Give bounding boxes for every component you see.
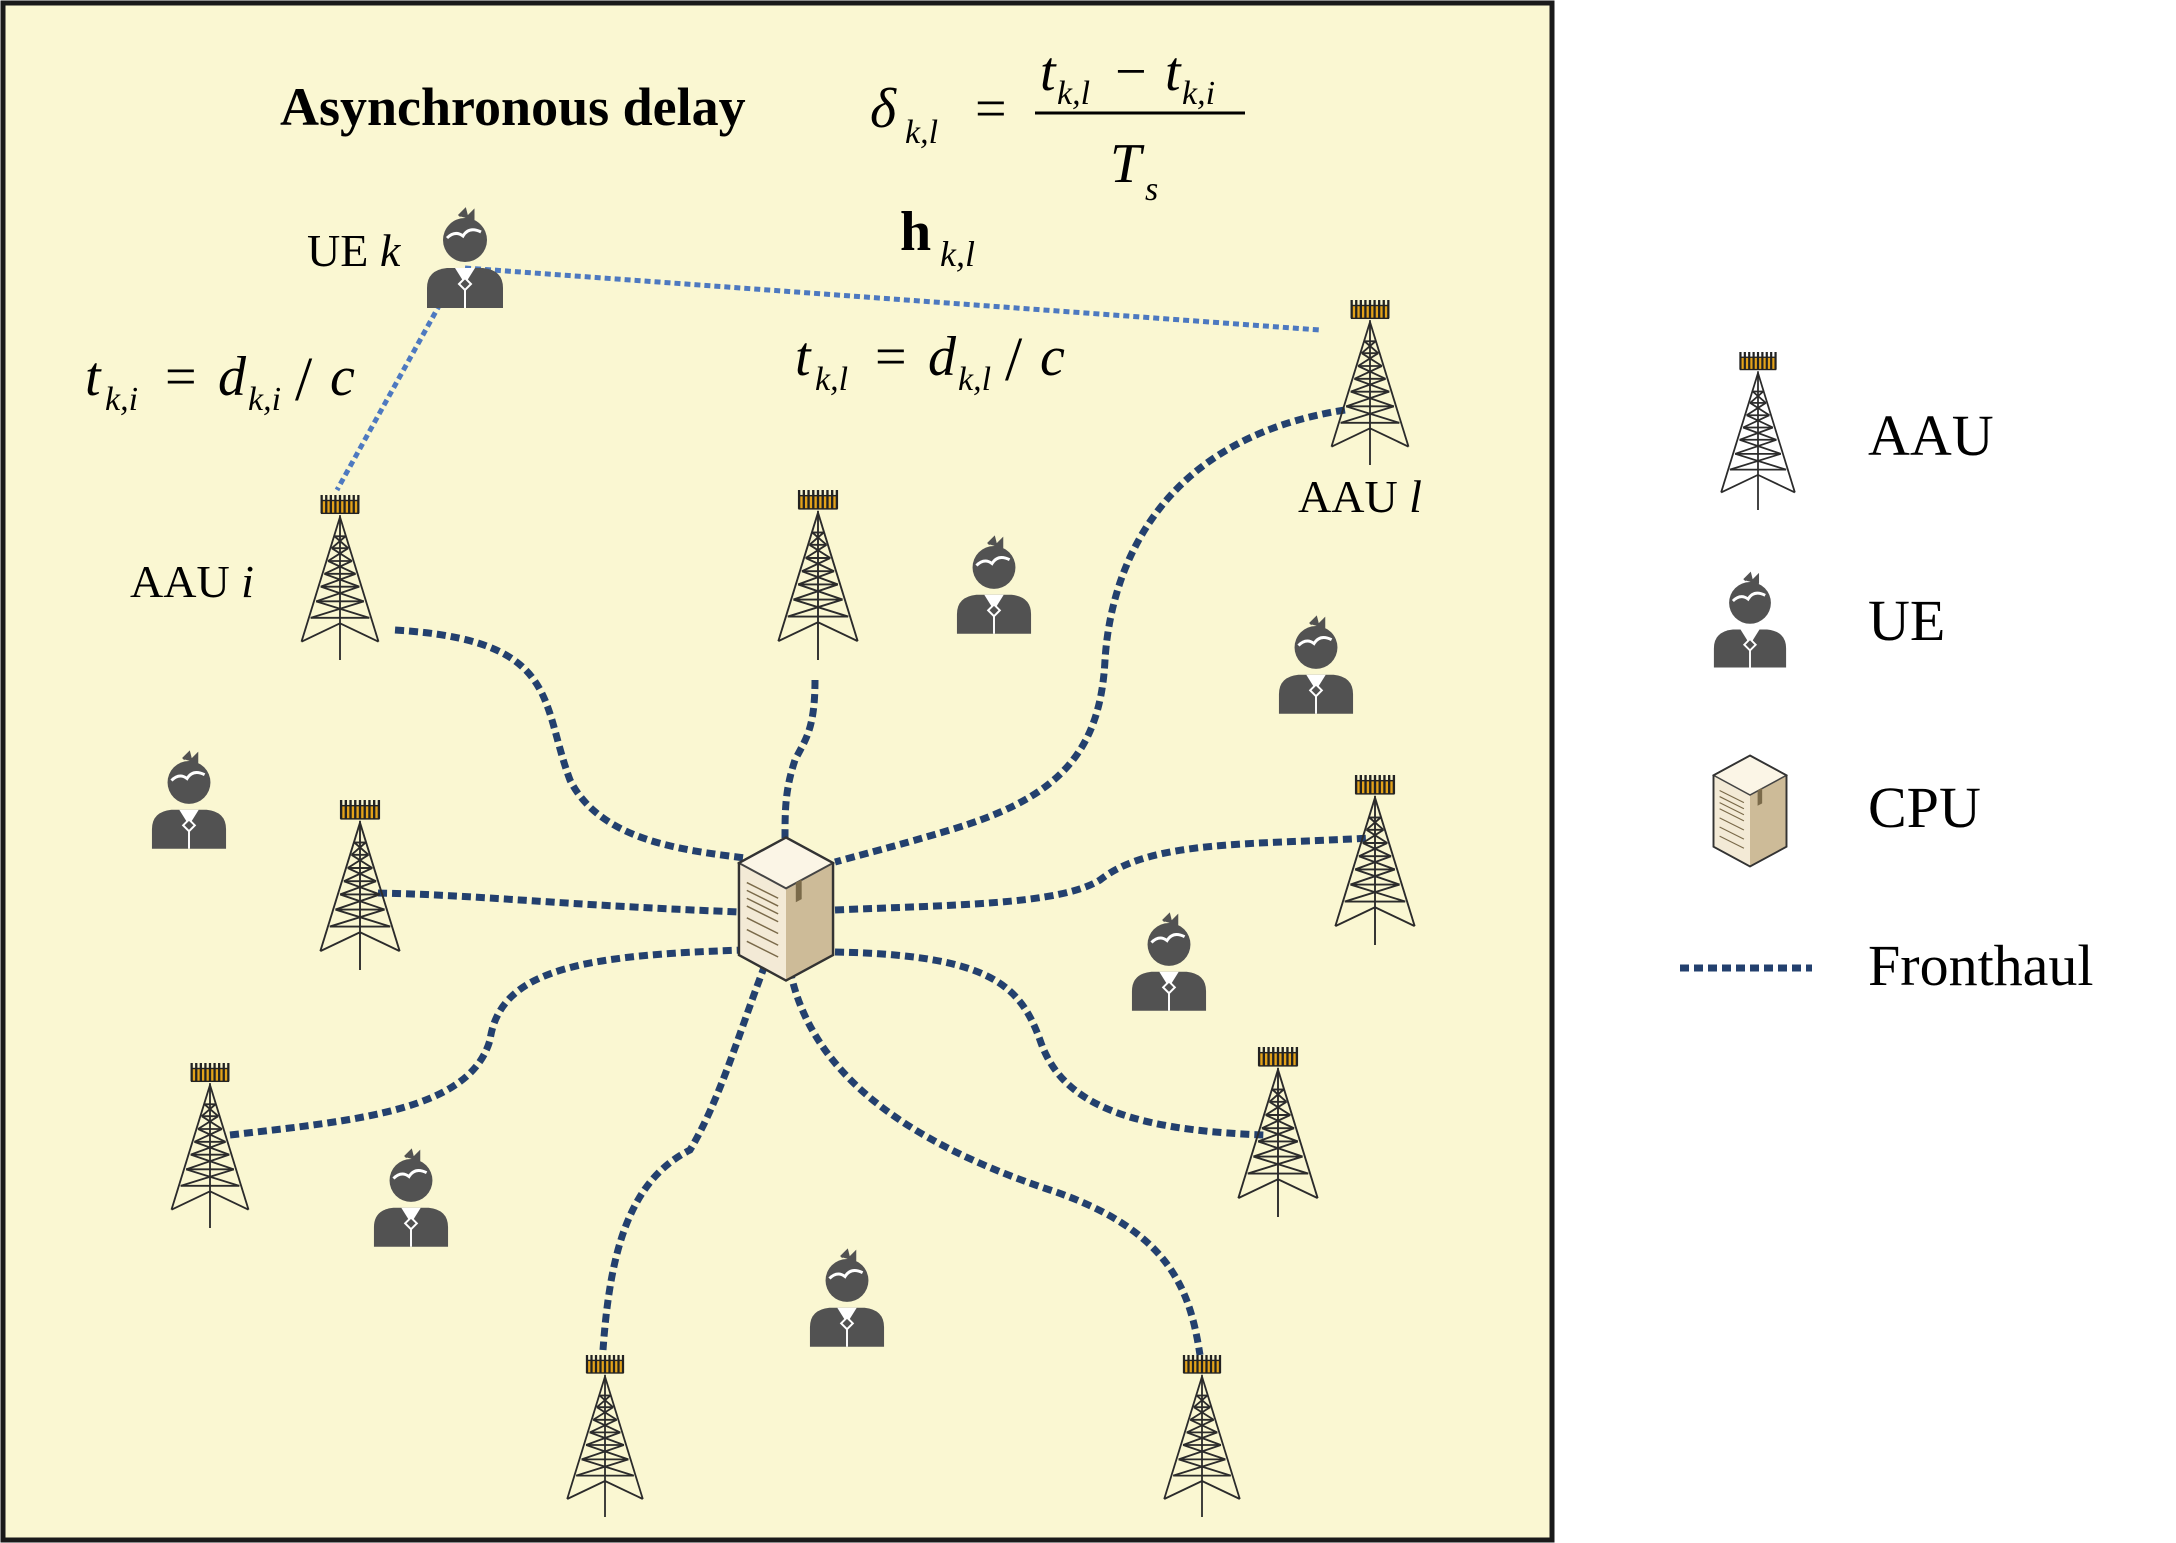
fronthaul-link (599, 963, 769, 1351)
wireless-links (334, 265, 1321, 492)
svg-text:=: = (875, 326, 907, 388)
fronthaul-link (786, 969, 1204, 1356)
svg-text:k,i: k,i (1182, 75, 1215, 112)
fronthaul-link (394, 626, 746, 862)
svg-text:s: s (1145, 171, 1158, 208)
svg-text:δ: δ (870, 78, 897, 140)
svg-text:c: c (1040, 326, 1065, 388)
legend-fronthaul-label: Fronthaul (1868, 933, 2094, 998)
delay-formula: δ k,l = t k,l − t k,i T s (870, 41, 1245, 208)
svg-text:k,l: k,l (940, 234, 975, 274)
svg-text:h: h (900, 201, 931, 263)
link-ue-k-aau-l (464, 265, 1321, 333)
legend-aau-tower-icon (1719, 350, 1797, 512)
svg-text:k,l: k,l (905, 114, 938, 151)
channel-label: h k,l (900, 201, 975, 274)
svg-text:d: d (218, 346, 247, 408)
fronthaul-link (834, 834, 1371, 914)
link-ue-k-aau-i (334, 293, 448, 492)
svg-text:t: t (795, 326, 812, 388)
fronthaul-link (377, 889, 741, 916)
svg-text:c: c (330, 346, 355, 408)
svg-text:t: t (85, 346, 102, 408)
fronthaul-link (781, 679, 819, 841)
legend-user-icon (1712, 572, 1788, 669)
svg-text:t: t (1040, 41, 1057, 103)
legend-cpu-label: CPU (1868, 775, 1981, 840)
legend-aau-label: AAU (1868, 403, 1994, 468)
svg-text:k,l: k,l (1057, 75, 1090, 112)
formula-tkl: t k,l = d k,l / c (795, 326, 1065, 398)
legend-server-icon (1712, 754, 1788, 868)
svg-text:t: t (1165, 41, 1182, 103)
svg-text:k,i: k,i (105, 381, 138, 418)
svg-text:/: / (295, 346, 313, 414)
svg-text:/: / (1005, 326, 1023, 394)
svg-text:k,l: k,l (958, 361, 991, 398)
aau-i-label: AAU i (130, 556, 254, 607)
legend-ue-label: UE (1868, 588, 1945, 653)
svg-text:=: = (165, 346, 197, 408)
diagram-panel (0, 0, 1555, 1543)
svg-text:=: = (975, 78, 1007, 140)
svg-text:k,i: k,i (248, 381, 281, 418)
fronthaul-links (229, 406, 1371, 1356)
ue-k-label: UE k (307, 225, 402, 276)
fronthaul-link (834, 948, 1266, 1139)
svg-text:d: d (928, 326, 957, 388)
cpu-server-icon (737, 836, 835, 982)
formula-tki: t k,i = d k,i / c (85, 346, 355, 418)
svg-text:T: T (1110, 133, 1145, 195)
fronthaul-link (229, 946, 746, 1139)
aau-l-label: AAU l (1298, 471, 1422, 522)
svg-text:−: − (1115, 41, 1147, 103)
page-title: Asynchronous delay (280, 77, 746, 137)
legend: AAU UE CPU Fronthaul (1680, 350, 2094, 998)
svg-text:k,l: k,l (815, 361, 848, 398)
fronthaul-link (834, 406, 1346, 866)
